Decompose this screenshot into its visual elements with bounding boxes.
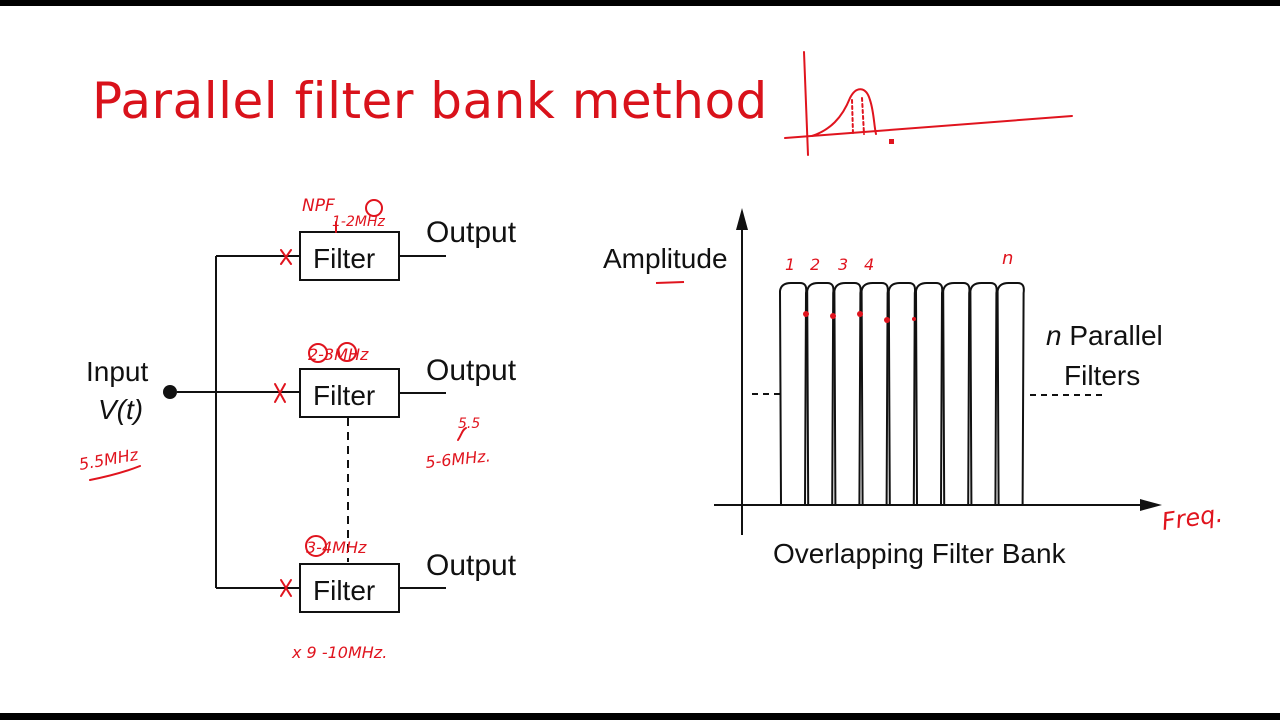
filter-passband-9 [996, 282, 1025, 506]
ink-dot-1 [803, 311, 809, 317]
out-note-top: 5.5 [458, 416, 480, 432]
spectrum-ink [655, 281, 916, 323]
output-label-2: Output [426, 354, 517, 387]
circle-mark-1 [365, 199, 383, 217]
spectrum-plot: Amplitude Overlapping Filter Bank n Para… [603, 208, 1163, 569]
filter-label-3: Filter [313, 575, 375, 606]
output-label-3: Output [426, 549, 517, 582]
slide-title: Parallel filter bank method [92, 72, 768, 130]
x-axis-arrow [1140, 499, 1162, 511]
side-label-var: n [1046, 320, 1062, 351]
filter3-range-note: 3-4MHz [306, 538, 367, 557]
filter-label-1: Filter [313, 243, 375, 274]
filter-passband-8 [969, 282, 998, 506]
bottom-frame-bar [0, 713, 1280, 720]
side-label-line2: Filters [1064, 360, 1140, 391]
ink-dot-2 [830, 313, 836, 319]
top-frame-bar [0, 0, 1280, 6]
circle-mark-2 [308, 343, 328, 363]
filter-passband-1 [778, 282, 808, 506]
cross-mark-3 [280, 579, 292, 597]
sketch-dot [889, 139, 894, 144]
ink-dot-3 [857, 311, 863, 317]
channel-number-n: n [1002, 248, 1013, 269]
cross-mark-2 [274, 383, 286, 403]
filter-passband-7 [942, 282, 971, 506]
filter2-range-note: 2-3MHz [308, 345, 369, 364]
filter-passband-5 [887, 282, 917, 506]
filter1-range-note: 1-2MHz [332, 214, 385, 230]
filter-passband-4 [860, 282, 889, 506]
bottom-note: x 9 -10MHz. [291, 643, 387, 662]
circle-mark-3a [337, 342, 357, 362]
channel-number-3: 3 [838, 255, 848, 274]
filter-passbands [778, 282, 1025, 506]
side-label-line1: n Parallel [1046, 320, 1163, 351]
filter-passband-6 [914, 282, 944, 506]
input-underline [89, 465, 141, 481]
freq-label: Freq. [1160, 500, 1225, 536]
cross-mark-1 [280, 249, 292, 265]
input-label: Input [86, 356, 148, 387]
filter-box-2 [299, 368, 400, 418]
input-node [163, 385, 177, 399]
channel-number-4: 4 [864, 255, 874, 274]
filter-passband-2 [806, 282, 835, 506]
circle-mark-3b [305, 535, 327, 557]
channel-number-1: 1 [785, 255, 795, 274]
x-axis-caption: Overlapping Filter Bank [773, 538, 1067, 569]
y-axis-label: Amplitude [603, 243, 728, 274]
out-note-bottom: 5-6MHz. [424, 446, 491, 472]
output-label-1: Output [426, 216, 517, 249]
npf-note: NPF [302, 196, 335, 216]
y-axis-arrow [736, 208, 748, 230]
ink-dot-4 [884, 317, 890, 323]
filter-passband-3 [833, 282, 862, 506]
side-label-text: Parallel [1062, 320, 1163, 351]
filter-label-2: Filter [313, 380, 375, 411]
out-note-hook [457, 427, 467, 441]
input-signal-label: V(t) [98, 394, 143, 425]
amplitude-underline [655, 281, 685, 284]
block-diagram-ink [89, 199, 467, 597]
sketch-response-curve [784, 51, 1073, 156]
ink-dot-5 [912, 317, 916, 321]
channel-number-2: 2 [810, 255, 820, 274]
block-diagram: Filter Filter Filter Output Output Outpu… [86, 216, 517, 613]
filter-box-3 [299, 563, 400, 613]
